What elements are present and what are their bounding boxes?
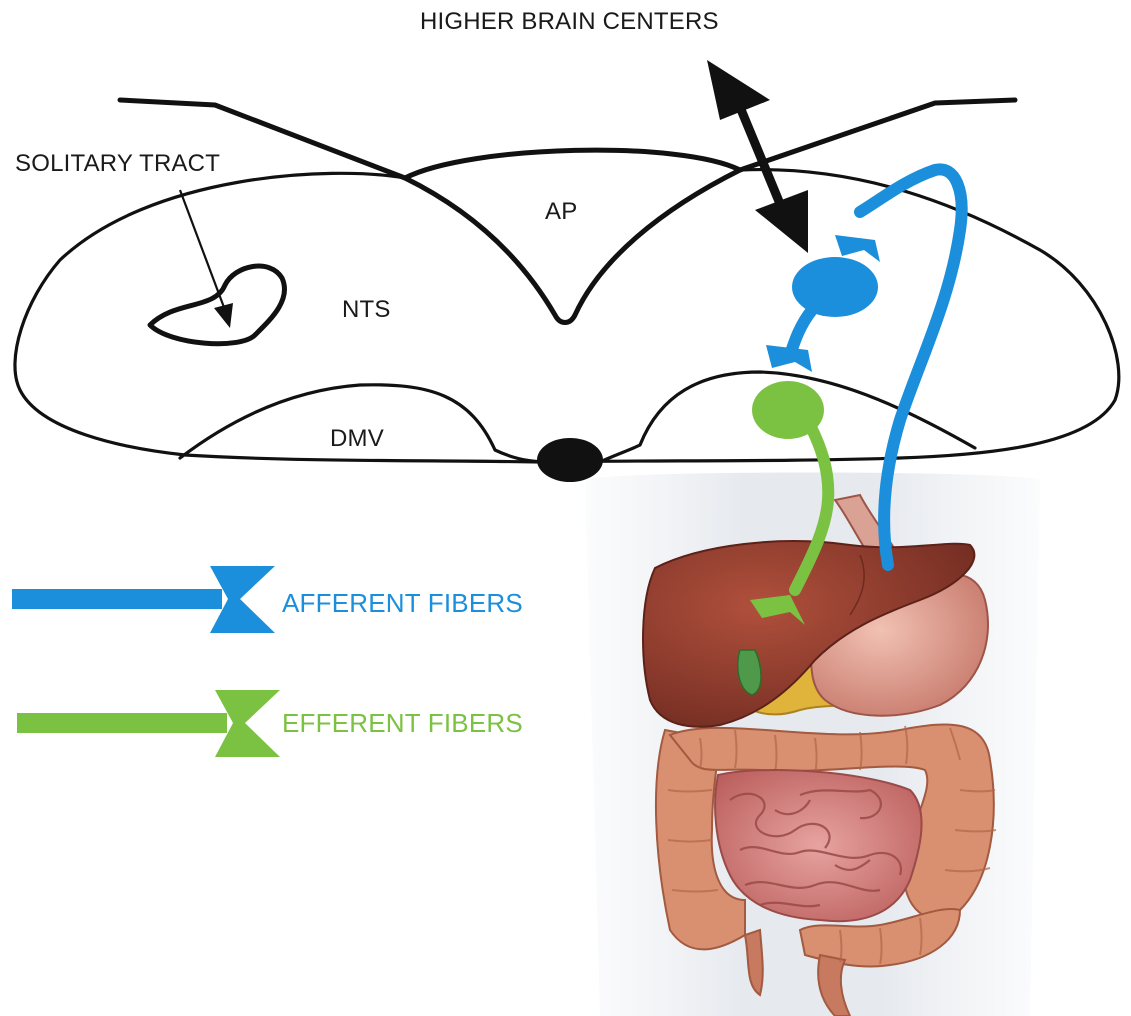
area-postrema-outline (405, 150, 740, 322)
afferent-cell-body (792, 257, 878, 317)
solitary-tract-outline (150, 266, 285, 344)
legend-afferent-label: AFFERENT FIBERS (282, 588, 523, 619)
dmv-label: DMV (330, 425, 384, 453)
efferent-cell-body (752, 381, 824, 439)
area-postrema-label: AP (545, 198, 577, 226)
legend-efferent-label: EFFERENT FIBERS (282, 708, 523, 739)
nts-label: NTS (342, 296, 391, 324)
higher-brain-centers-label: HIGHER BRAIN CENTERS (420, 8, 719, 36)
legend-efferent-symbol (17, 690, 280, 757)
dorsal-surface-right (740, 100, 1015, 170)
central-canal (537, 438, 603, 482)
higher-brain-centers-arrow (707, 60, 808, 253)
solitary-tract-label: SOLITARY TRACT (15, 150, 220, 178)
legend-afferent-symbol (12, 566, 275, 633)
